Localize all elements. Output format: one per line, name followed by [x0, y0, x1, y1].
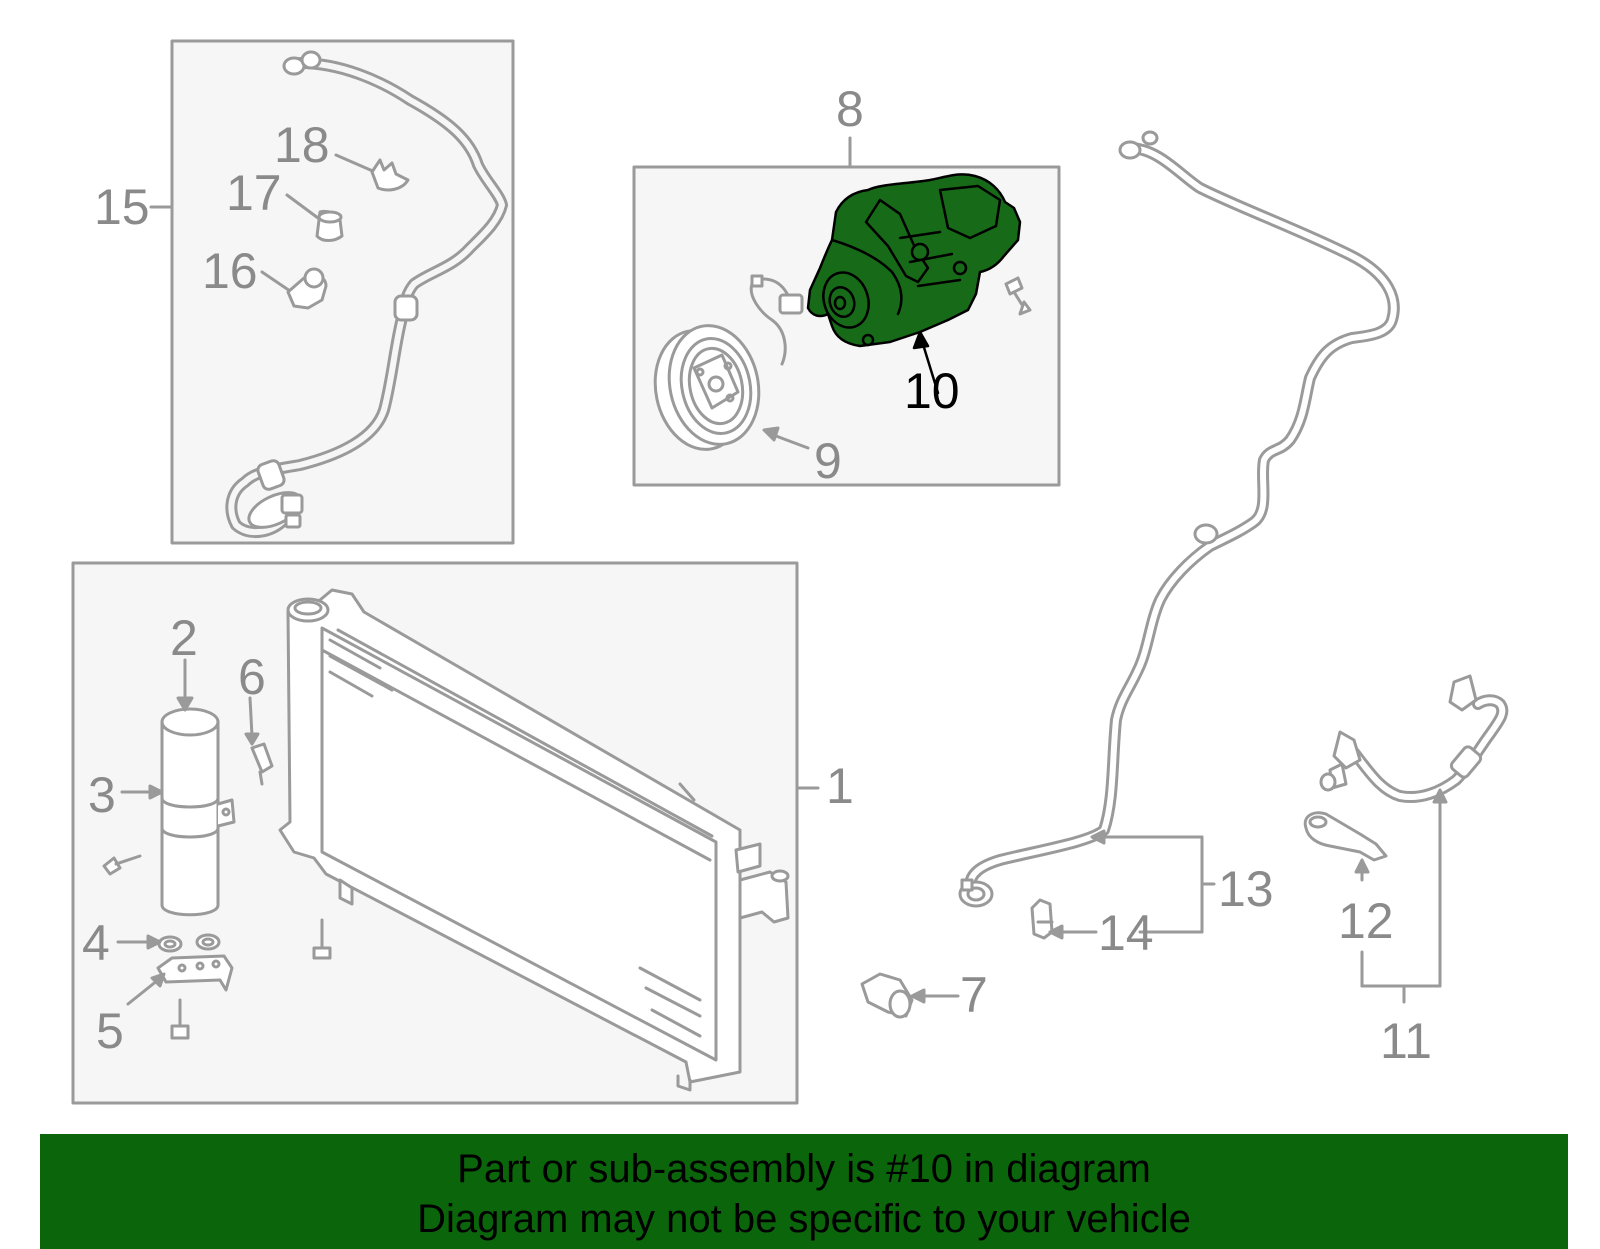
callout-4[interactable]: 4 [82, 915, 110, 971]
callout-7[interactable]: 7 [960, 967, 988, 1023]
clip-18[interactable] [334, 153, 410, 192]
bolt-left[interactable] [102, 854, 142, 876]
bolt-center[interactable] [312, 918, 332, 960]
callout-16[interactable]: 16 [202, 243, 258, 299]
callout-14[interactable]: 14 [1098, 905, 1154, 961]
callout-3[interactable]: 3 [88, 767, 116, 823]
callout-13[interactable]: 13 [1218, 861, 1274, 917]
banner-line-1: Part or sub-assembly is #10 in diagram [457, 1147, 1151, 1191]
callout-12[interactable]: 12 [1338, 893, 1394, 949]
callout-2[interactable]: 2 [170, 610, 198, 666]
banner-line-2: Diagram may not be specific to your vehi… [417, 1197, 1191, 1241]
plug-7[interactable] [860, 972, 960, 1019]
pressure-sensor-6[interactable] [244, 696, 274, 786]
compressor-10[interactable] [806, 173, 1022, 395]
discharge-line-13[interactable] [958, 130, 1400, 934]
clip-14[interactable] [1030, 898, 1098, 940]
o-rings-4[interactable] [116, 933, 221, 953]
callout-17[interactable]: 17 [226, 165, 282, 221]
suction-line-11[interactable] [1319, 674, 1509, 1004]
callout-18[interactable]: 18 [274, 117, 330, 173]
callout-8[interactable]: 8 [836, 81, 864, 137]
info-banner: Part or sub-assembly is #10 in diagram D… [40, 1134, 1568, 1249]
condenser-1[interactable] [278, 588, 790, 1092]
bolt-compressor[interactable] [1004, 276, 1032, 316]
callout-15[interactable]: 15 [94, 179, 150, 235]
bolt-bottom[interactable] [170, 998, 190, 1040]
hose-assembly-15[interactable] [225, 50, 508, 538]
callout-11[interactable]: 11 [1380, 1013, 1432, 1069]
callout-5[interactable]: 5 [96, 1003, 124, 1059]
receiver-drier-3[interactable] [120, 658, 236, 917]
callout-6[interactable]: 6 [238, 649, 266, 705]
valve-16[interactable] [260, 267, 328, 310]
callout-1[interactable]: 1 [826, 758, 854, 814]
callout-9[interactable]: 9 [814, 433, 842, 489]
bracket-12[interactable] [1303, 811, 1388, 882]
callout-10[interactable]: 10 [904, 363, 960, 419]
clutch-pulley-9[interactable] [644, 274, 810, 458]
cap-17[interactable] [285, 193, 344, 242]
bracket-5[interactable] [126, 954, 234, 1006]
